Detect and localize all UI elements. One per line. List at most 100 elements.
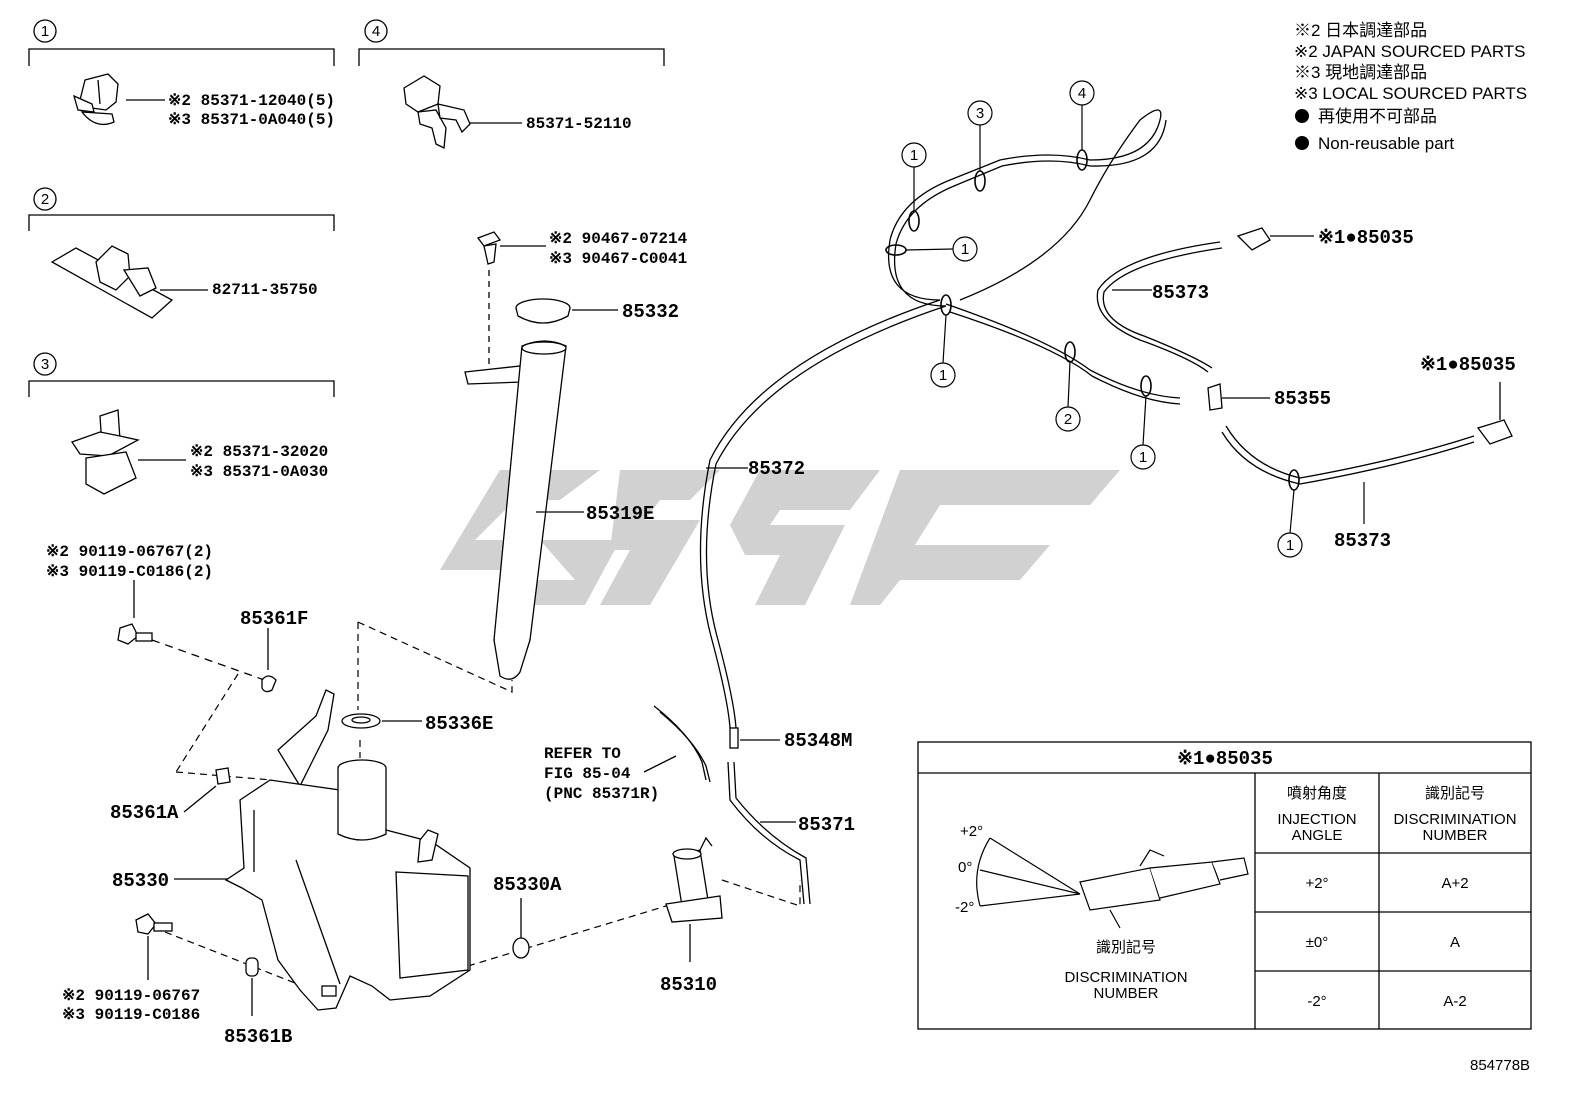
part-label: 85361B: [224, 1026, 292, 1048]
part-label: ※3 90467-C0041: [549, 250, 687, 268]
group-number: 2: [41, 191, 49, 208]
table-cell: ±0°: [1306, 934, 1329, 951]
part-label: 85330A: [493, 874, 562, 896]
pump-85310: [665, 836, 723, 962]
group-header-1: 1: [28, 19, 335, 66]
part-label: ※3 90119-C0186(2): [46, 563, 213, 581]
table-cell: A-2: [1443, 993, 1466, 1010]
part-label: ※2 90119-06767: [62, 987, 200, 1005]
injection-table: [917, 741, 1532, 1030]
table-header: DISCRIMINATION: [1393, 811, 1516, 828]
callout-number: 2: [1064, 411, 1072, 428]
table-header: NUMBER: [1422, 827, 1487, 844]
diagram-label: DISCRIMINATION: [1064, 969, 1187, 986]
angle-label: -2°: [955, 899, 974, 916]
part-label: 85310: [660, 974, 717, 996]
bolt-90119-bottom: [135, 913, 173, 980]
clip-90467: [476, 231, 546, 380]
part-label: ※2 90467-07214: [549, 230, 688, 248]
part-label: ※2 85371-32020: [190, 443, 328, 461]
group-header-3: 3: [28, 352, 335, 397]
callout-number: 1: [1286, 537, 1294, 554]
bullet-icon: [1295, 109, 1309, 123]
hose-85372: [699, 299, 947, 729]
part-label: 85372: [748, 458, 805, 480]
bolt-90119-top: [117, 580, 271, 683]
grommet-85336e: [341, 713, 422, 729]
callout-number: 3: [976, 105, 984, 122]
nozzles: [1207, 227, 1513, 445]
table-header: INJECTION: [1277, 811, 1356, 828]
part-label: ※3 90119-C0186: [62, 1006, 200, 1024]
group-number: 3: [41, 356, 49, 373]
part-label: 85319E: [586, 503, 654, 525]
legend-line: ※3 LOCAL SOURCED PARTS: [1294, 84, 1527, 103]
cap-85332: [515, 298, 618, 324]
part-label: 85371-52110: [526, 115, 632, 133]
clip-82711-35750: [50, 245, 208, 319]
tank-85330: [174, 689, 471, 1011]
legend-line: Non-reusable part: [1318, 134, 1454, 153]
part-label: 85355: [1274, 388, 1331, 410]
legend-line: ※2 JAPAN SOURCED PARTS: [1294, 42, 1526, 61]
callout-number: 4: [1078, 85, 1086, 102]
angle-label: +2°: [960, 823, 983, 840]
group-header-2: 2: [28, 187, 335, 231]
part-label: 85373: [1152, 282, 1209, 304]
table-cell: -2°: [1307, 993, 1326, 1010]
clip-85371-12040: [72, 73, 165, 126]
grommet-85330a: [512, 898, 530, 959]
callouts: [901, 80, 1303, 558]
part-label: 85336E: [425, 713, 493, 735]
table-header: 噴射角度: [1287, 785, 1347, 802]
hose-routing-upper: [888, 109, 1475, 485]
table-title: ※1●85035: [1177, 748, 1273, 770]
table-header: ANGLE: [1292, 827, 1343, 844]
refer-line: (PNC 85371R): [544, 785, 659, 803]
callout-number: 1: [910, 147, 918, 164]
legend-line: ※2 日本調達部品: [1294, 21, 1427, 40]
part-label: ※3 85371-0A030: [190, 463, 328, 481]
clip-85371-32020: [70, 409, 186, 495]
table-cell: A+2: [1441, 875, 1468, 892]
legend-line: ※3 現地調達部品: [1294, 63, 1427, 82]
part-label: 85361F: [240, 608, 308, 630]
part-label: 85361A: [110, 802, 179, 824]
grommet-85361b: [245, 957, 259, 1016]
group-number: 4: [372, 23, 380, 40]
hose-refer-85371r: [643, 705, 711, 783]
group-header-4: 4: [358, 19, 665, 66]
clip-85371-52110: [403, 75, 522, 150]
figure-id: 854778B: [1470, 1057, 1530, 1074]
table-header: 識別記号: [1425, 785, 1485, 802]
part-label: ※2 85371-12040(5): [168, 92, 335, 110]
grommet-85361a: [183, 767, 231, 813]
hose-clamps: [885, 149, 1300, 491]
part-label: 82711-35750: [212, 281, 318, 299]
table-cell: A: [1450, 934, 1460, 951]
hose-85371: [727, 761, 811, 905]
inlet-85319e: [464, 340, 584, 680]
legend-line: 再使用不可部品: [1318, 106, 1437, 126]
part-label: 85332: [622, 301, 679, 323]
nozzle-angle-diagram: [976, 837, 1249, 929]
part-label: ※3 85371-0A040(5): [168, 111, 335, 129]
callout-number: 1: [961, 241, 969, 258]
part-label: ※2 90119-06767(2): [46, 543, 213, 561]
grommet-85361f: [261, 628, 277, 693]
diagram-label: 識別記号: [1096, 939, 1156, 956]
part-label: 85371: [798, 814, 855, 836]
diagram-label: NUMBER: [1093, 985, 1158, 1002]
callout-number: 1: [939, 367, 947, 384]
refer-line: FIG 85-04: [544, 765, 631, 783]
legend: ※2 日本調達部品 ※2 JAPAN SOURCED PARTS ※3 現地調達…: [1294, 21, 1527, 153]
part-label: ※1●85035: [1420, 354, 1516, 376]
part-label: 85330: [112, 870, 169, 892]
callout-number: 1: [1139, 449, 1147, 466]
part-label: ※1●85035: [1318, 227, 1414, 249]
bullet-icon: [1295, 136, 1309, 150]
group-number: 1: [41, 23, 49, 40]
refer-line: REFER TO: [544, 745, 621, 763]
connector-85348m: [729, 727, 780, 749]
table-cell: +2°: [1305, 875, 1328, 892]
